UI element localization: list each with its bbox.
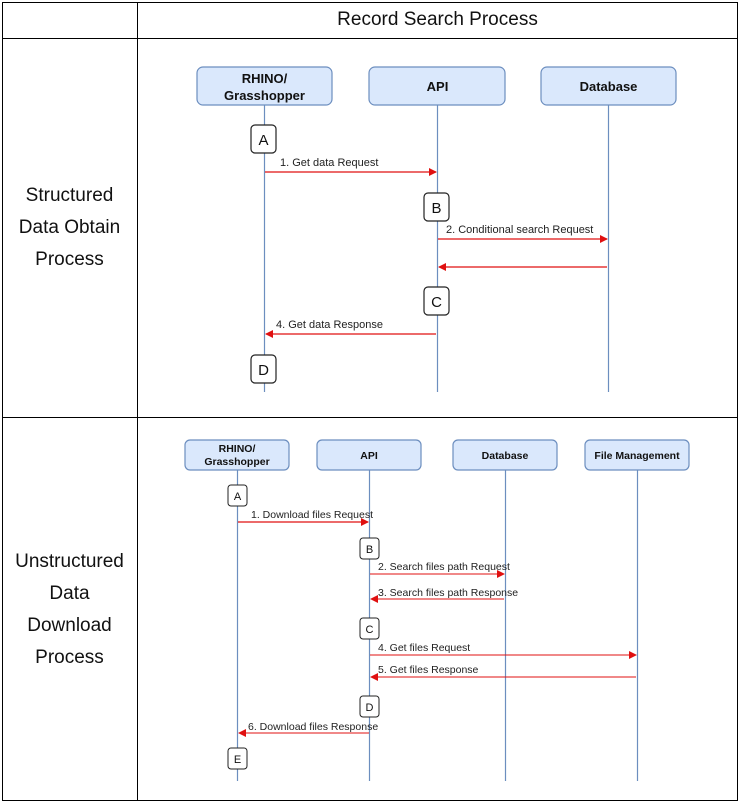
message-arrow: 5. Get files Response xyxy=(370,664,636,681)
participant-label: Grasshopper xyxy=(224,88,305,103)
message-arrow: 6. Download files Response xyxy=(238,721,378,737)
participant-label: Grasshopper xyxy=(204,456,269,468)
message-label: 2. Conditional search Request xyxy=(446,224,593,236)
message-arrow: 3. Search files path Response xyxy=(370,587,518,603)
activation-box: B xyxy=(423,192,450,222)
svg-text:D: D xyxy=(258,362,269,379)
message-label: 5. Get files Response xyxy=(378,664,479,676)
row-label-line: Process xyxy=(35,647,104,668)
row-label-unstructured: Unstructured Data Download Process xyxy=(3,546,136,674)
participant-label: API xyxy=(427,79,449,94)
activation-box: A xyxy=(250,124,277,154)
row-label-line: Structured xyxy=(25,185,114,206)
message-arrow: 4. Get data Response xyxy=(265,319,436,338)
row-label-line: Download xyxy=(27,615,112,636)
message-arrow: 1. Get data Request xyxy=(265,157,437,176)
row-label-line: Unstructured xyxy=(15,551,124,572)
participant-api: API xyxy=(316,439,422,471)
participant-api: API xyxy=(368,66,506,106)
message-arrow: 2. Search files path Request xyxy=(370,561,510,578)
activation-box: C xyxy=(359,617,380,640)
svg-text:A: A xyxy=(234,491,242,503)
svg-text:C: C xyxy=(431,294,442,311)
participant-rhino: RHINO/ Grasshopper xyxy=(196,66,333,106)
message-arrow: 4. Get files Request xyxy=(370,642,637,659)
message-label: 4. Get data Response xyxy=(276,319,383,331)
activation-box: D xyxy=(250,354,277,384)
participant-label: RHINO/ xyxy=(219,443,256,455)
message-label: 1. Download files Request xyxy=(251,509,373,521)
svg-text:E: E xyxy=(234,754,241,766)
activation-box: D xyxy=(359,695,380,718)
svg-text:B: B xyxy=(366,544,373,556)
row-label-line: Data xyxy=(49,583,90,604)
svg-text:B: B xyxy=(431,200,441,217)
row-label-structured: Structured Data Obtain Process xyxy=(3,180,136,276)
participant-label: File Management xyxy=(594,450,680,462)
message-label: 1. Get data Request xyxy=(280,157,378,169)
message-label: 2. Search files path Request xyxy=(378,561,510,573)
participant-label: RHINO/ xyxy=(242,71,288,86)
svg-text:D: D xyxy=(366,702,374,714)
row-label-line: Process xyxy=(35,249,104,270)
participant-database: Database xyxy=(540,66,677,106)
participant-database: Database xyxy=(452,439,558,471)
row-label-line: Data Obtain xyxy=(18,217,121,238)
participant-file-management: File Management xyxy=(584,439,690,471)
svg-text:A: A xyxy=(258,132,268,149)
activation-box: A xyxy=(227,484,248,507)
participant-rhino: RHINO/ Grasshopper xyxy=(184,439,290,471)
message-label: 6. Download files Response xyxy=(248,721,378,733)
participant-label: Database xyxy=(580,79,638,94)
sequence-diagram-structured: RHINO/ Grasshopper API Database A B C D xyxy=(196,66,677,392)
activation-box: B xyxy=(359,537,380,560)
participant-label: API xyxy=(360,450,378,462)
svg-text:C: C xyxy=(366,624,374,636)
participant-label: Database xyxy=(482,450,529,462)
activation-box: E xyxy=(227,747,248,770)
message-arrow: 1. Download files Request xyxy=(238,509,373,526)
table-title: Record Search Process xyxy=(337,9,538,30)
message-label: 4. Get files Request xyxy=(378,642,470,654)
message-label: 3. Search files path Response xyxy=(378,587,518,599)
message-arrow: 2. Conditional search Request xyxy=(438,224,608,243)
activation-box: C xyxy=(423,286,450,316)
sequence-diagram-unstructured: RHINO/ Grasshopper API Database File Man… xyxy=(184,439,690,781)
